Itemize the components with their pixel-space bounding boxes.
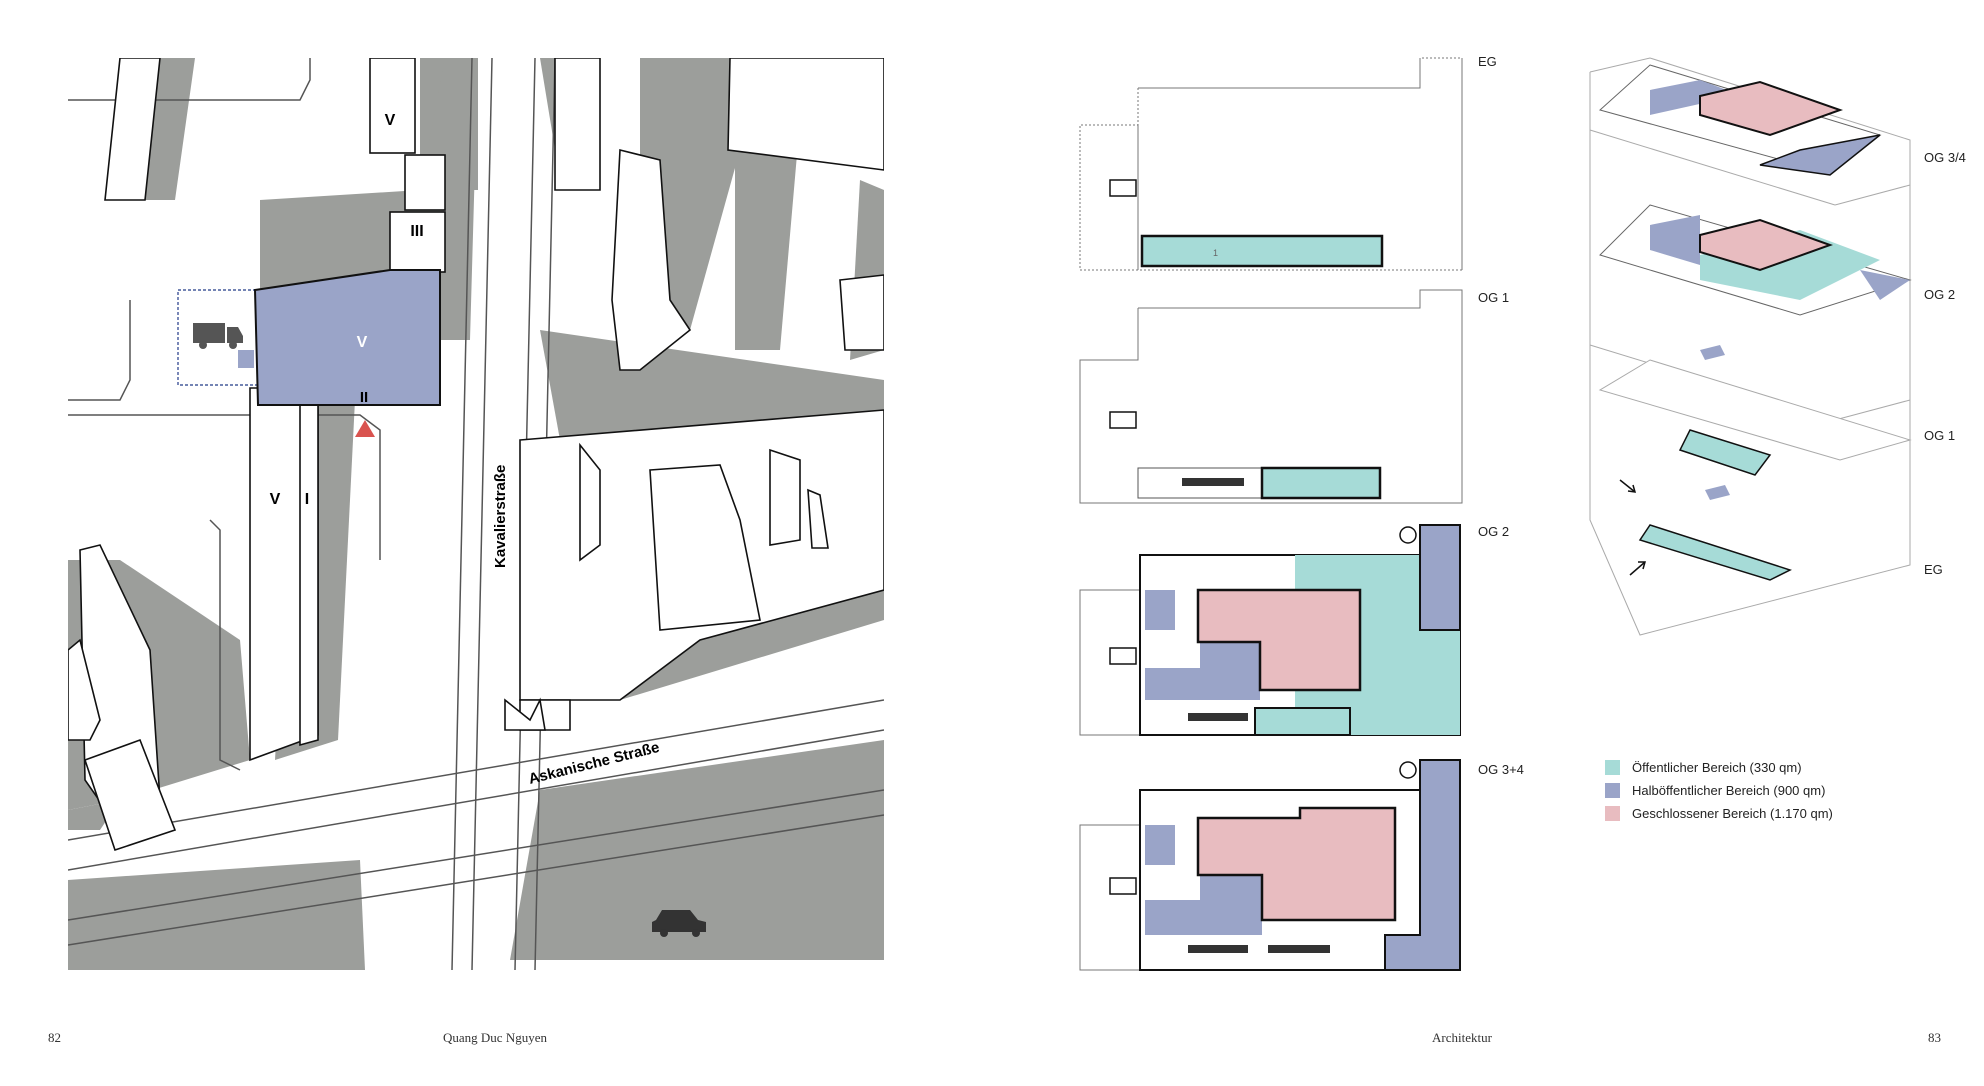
floor-plans: 1 [1079, 57, 1463, 971]
axo-layer-og34 [1598, 64, 1882, 176]
legend-label: Öffentlicher Bereich (330 qm) [1632, 760, 1802, 775]
axo-level-label: OG 1 [1924, 428, 1956, 443]
floor-plan-og2 [1079, 524, 1461, 736]
axo-layer-eg [1638, 485, 1792, 581]
car-icon [652, 910, 706, 937]
legend-item-semi-public: Halböffentlicher Bereich (900 qm) [1605, 783, 1825, 798]
storey-label: V [357, 334, 368, 351]
legend-item-closed: Geschlossener Bereich (1.170 qm) [1605, 806, 1833, 821]
storey-label: V [270, 491, 281, 508]
floor-plan-eg: 1 [1079, 57, 1463, 271]
author-name: Quang Duc Nguyen [443, 1030, 547, 1045]
legend-label: Halböffentlicher Bereich (900 qm) [1632, 783, 1826, 798]
floor-label: OG 1 [1478, 290, 1510, 305]
truck-icon [193, 323, 243, 349]
axonometric-view [1589, 57, 1912, 636]
page-number-right: 83 [1928, 1030, 1941, 1045]
floor-label: EG [1478, 54, 1497, 69]
annex [238, 350, 254, 368]
legend-label: Geschlossener Bereich (1.170 qm) [1632, 806, 1833, 821]
public-swatch [1605, 760, 1620, 775]
semi-public-swatch [1605, 783, 1620, 798]
section-title: Architektur [1432, 1030, 1492, 1045]
axo-level-label: OG 2 [1924, 287, 1956, 302]
site-plan: V III V II V I Kavalierstraße Askanische… [68, 58, 884, 970]
project-building [253, 269, 441, 406]
floor-plan-og1 [1079, 289, 1463, 504]
entrance-marker [355, 420, 375, 437]
axo-level-label: OG 3/4 [1924, 150, 1966, 165]
floor-plan-og34 [1079, 759, 1461, 971]
storey-label: I [305, 491, 309, 508]
entrance-arrows [1619, 479, 1646, 576]
legend-item-public: Öffentlicher Bereich (330 qm) [1605, 760, 1802, 775]
floor-label: OG 2 [1478, 524, 1510, 539]
axo-layer-og2 [1599, 204, 1912, 316]
street-name-kavalierstrasse: Kavalierstraße [492, 465, 509, 568]
axo-level-label: EG [1924, 562, 1943, 577]
axo-layer-og1 [1598, 345, 1912, 476]
storey-label: V [385, 112, 396, 129]
floor-label: OG 3+4 [1478, 762, 1524, 777]
buildings [68, 58, 884, 852]
page-number-left: 82 [48, 1030, 61, 1045]
room-number: 1 [1213, 248, 1218, 258]
closed-swatch [1605, 806, 1620, 821]
storey-label: III [410, 223, 423, 240]
storey-label: II [360, 389, 368, 406]
